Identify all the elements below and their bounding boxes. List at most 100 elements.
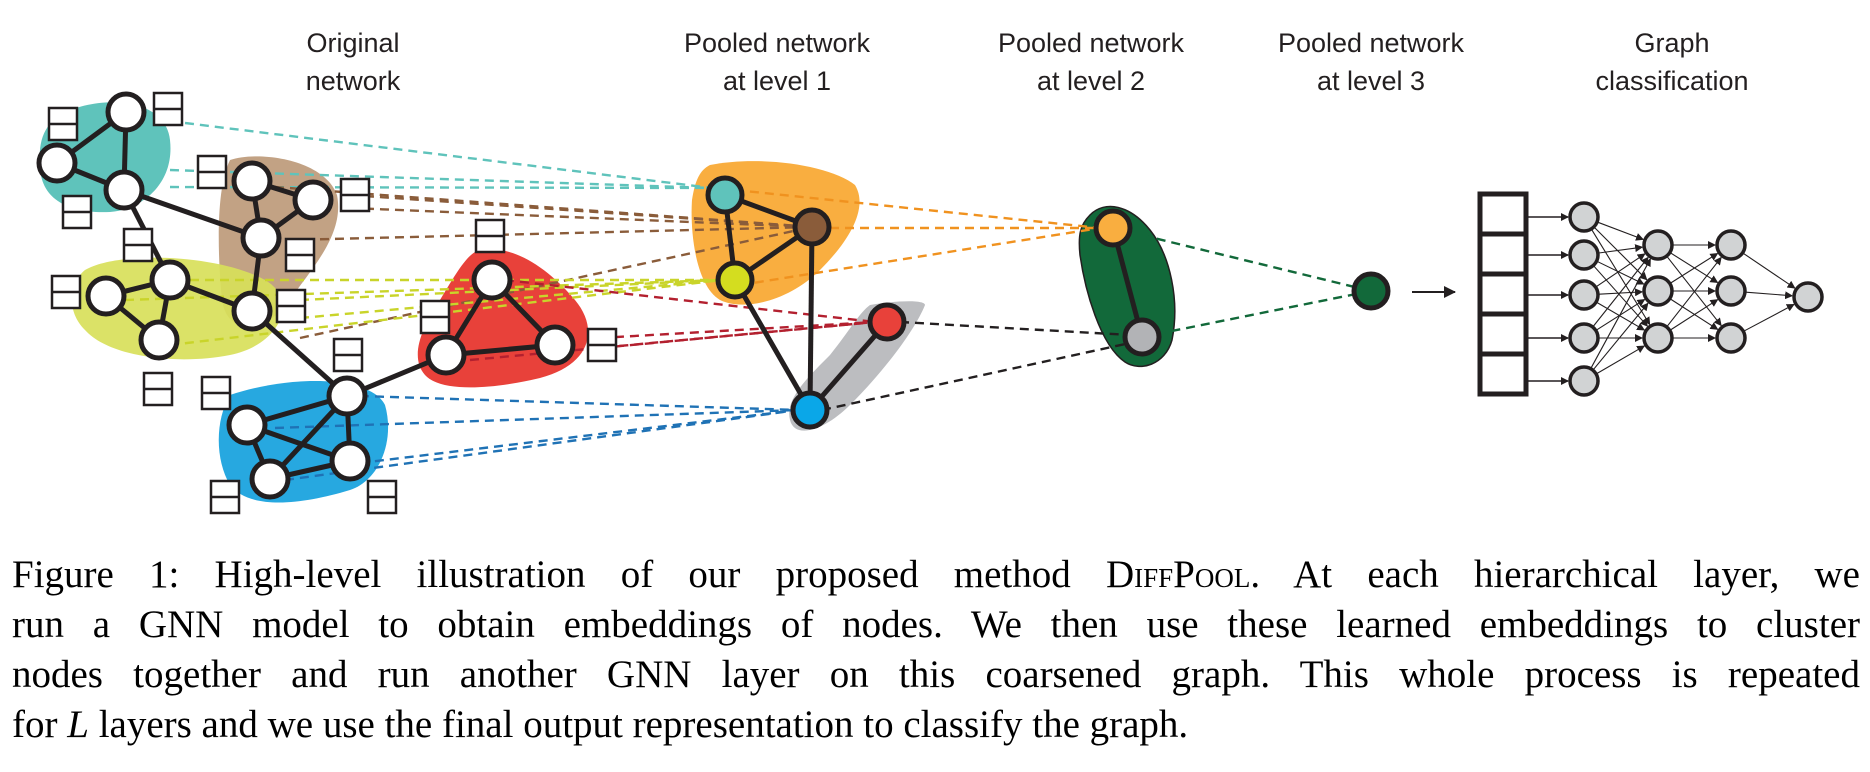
figure-caption: Figure 1: High-level illustration of our… xyxy=(12,550,1860,750)
original-node xyxy=(471,259,513,301)
hidden-neuron xyxy=(1568,365,1600,397)
feature-box xyxy=(284,237,316,273)
assignment-line xyxy=(299,225,813,340)
hidden-neuron xyxy=(1715,275,1747,307)
original-node xyxy=(240,217,282,259)
assignment-line xyxy=(124,278,723,302)
feature-box xyxy=(47,106,79,142)
original-node xyxy=(103,169,145,211)
feature-box xyxy=(142,371,174,407)
mlp-connection xyxy=(1745,291,1794,300)
mlp-connection xyxy=(1666,256,1722,327)
mlp-connection xyxy=(1591,229,1651,326)
caption-line: run a GNN model to obtain embeddings of … xyxy=(12,600,1860,650)
feature-box xyxy=(152,91,184,127)
mlp-connection xyxy=(1593,302,1649,370)
assignment-line xyxy=(349,206,813,229)
feature-box xyxy=(366,479,398,515)
stage-label-level1: Pooled network at level 1 xyxy=(647,24,907,100)
original-node xyxy=(138,319,180,361)
mlp-connection xyxy=(1670,252,1719,284)
hidden-neuron xyxy=(1715,229,1747,261)
caption-line: for L layers and we use the final output… xyxy=(12,700,1860,750)
mlp-connection xyxy=(1592,256,1649,327)
feature-box xyxy=(209,479,241,515)
level2-node-orange xyxy=(1093,208,1133,248)
assignment-line xyxy=(821,341,1131,412)
original-node xyxy=(226,404,268,446)
hidden-neuron xyxy=(1642,229,1674,261)
original-node xyxy=(85,275,127,317)
feature-box xyxy=(332,337,364,373)
stage-label-classification: Graph classification xyxy=(1542,24,1802,100)
hidden-neuron xyxy=(1568,201,1600,233)
caption-line: nodes together and run another GNN layer… xyxy=(12,650,1860,700)
stage-label-level2: Pooled network at level 2 xyxy=(961,24,1221,100)
stage-label-line2: at level 2 xyxy=(1036,66,1146,96)
graph-edge xyxy=(250,309,349,398)
caption-line: Figure 1: High-level illustration of our… xyxy=(12,550,1860,600)
graph-edge xyxy=(732,278,813,412)
mlp-connection xyxy=(1590,258,1651,369)
embedding-vector-cell xyxy=(1477,191,1529,237)
original-node xyxy=(231,290,273,332)
stage-label-line2: classification xyxy=(1595,66,1749,96)
feature-box xyxy=(339,177,371,213)
assignment-line xyxy=(734,188,1101,230)
caption-text: . At each hierarchical layer, we xyxy=(1250,553,1860,596)
feature-box xyxy=(275,288,307,324)
method-name: DiffPool xyxy=(1105,553,1251,596)
stage-label-line2: at level 1 xyxy=(722,66,832,96)
mlp-connection xyxy=(1597,261,1645,285)
original-node xyxy=(326,375,368,417)
assignment-line xyxy=(289,225,813,242)
mlp-connection xyxy=(1598,288,1644,297)
level3-node-green xyxy=(1351,271,1391,311)
embedding-vector-cell xyxy=(1477,311,1529,357)
feature-box xyxy=(419,299,451,335)
original-node xyxy=(36,142,78,184)
level1-node-lime xyxy=(715,260,755,300)
cluster-blob-lime xyxy=(71,257,283,360)
stage-label-line1: Graph xyxy=(1634,28,1710,58)
feature-boxes xyxy=(47,91,618,515)
assignment-line xyxy=(359,394,799,412)
classifier-network xyxy=(1412,191,1824,397)
caption-text: Figure 1: High-level illustration of our… xyxy=(12,553,1106,596)
feature-box xyxy=(61,194,93,230)
stage-label-line2: at level 3 xyxy=(1316,66,1426,96)
assignment-line xyxy=(274,408,799,430)
hidden-neuron xyxy=(1568,239,1600,271)
output-neuron xyxy=(1792,281,1824,313)
hidden-neuron xyxy=(1568,279,1600,311)
caption-text: run a GNN model to obtain embeddings of … xyxy=(12,603,1860,646)
mlp-connection xyxy=(1593,265,1649,327)
caption-text: nodes together and run another GNN layer… xyxy=(12,653,1860,696)
assignment-line xyxy=(359,408,799,465)
original-node xyxy=(534,324,576,366)
level1-node-red xyxy=(867,302,907,342)
caption-text: for xyxy=(12,703,68,746)
feature-box xyxy=(50,274,82,310)
feature-box xyxy=(474,218,506,254)
hidden-neuron xyxy=(1568,322,1600,354)
original-node xyxy=(292,179,334,221)
level2-node-gray xyxy=(1122,317,1162,357)
embedding-vector-cell xyxy=(1477,351,1529,397)
caption-text: layers and we use the final output repre… xyxy=(88,703,1189,746)
graph-edge xyxy=(123,187,262,241)
mlp-connection xyxy=(1596,302,1646,331)
hidden-neuron xyxy=(1642,275,1674,307)
stage-label-original: Original network xyxy=(223,24,483,100)
mlp-connection xyxy=(1597,221,1644,241)
feature-box xyxy=(200,375,232,411)
assignment-line xyxy=(1141,289,1372,339)
stage-label-line1: Pooled network xyxy=(997,28,1185,58)
assignment-line xyxy=(349,193,813,229)
mlp-connection xyxy=(1743,304,1795,332)
mlp-connection xyxy=(1596,345,1646,374)
level1-node-blue xyxy=(790,390,830,430)
stage-label-line1: Pooled network xyxy=(683,28,871,58)
assignment-line xyxy=(599,320,876,340)
level1-node-teal xyxy=(705,175,745,215)
